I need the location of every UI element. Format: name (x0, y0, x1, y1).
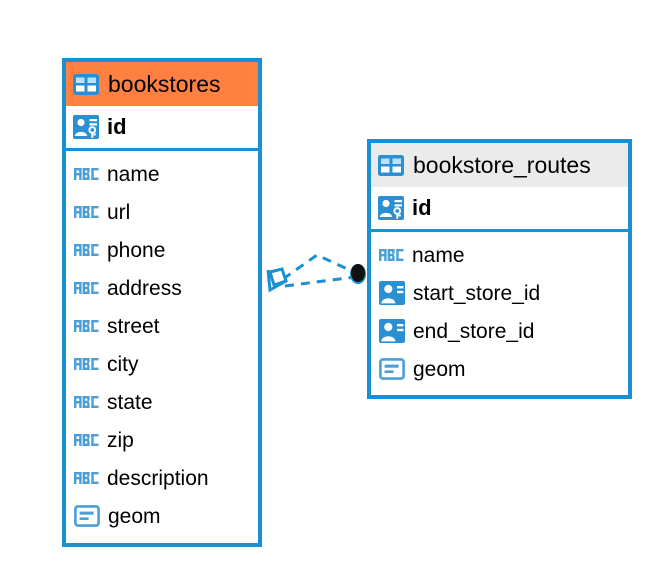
field-label-zip: zip (107, 428, 134, 452)
primary-key-row-bookstore-routes[interactable]: id (371, 187, 628, 232)
foreign-key-icon (379, 319, 405, 343)
field-row-url[interactable]: url (66, 193, 258, 231)
field-row-name[interactable]: name (371, 236, 628, 274)
entity-table-bookstore-routes[interactable]: bookstore_routes id (367, 139, 632, 399)
entity-title-bookstore-routes: bookstore_routes (413, 151, 591, 178)
field-label-state: state (107, 390, 153, 414)
field-row-description[interactable]: description (66, 459, 258, 497)
primary-key-icon (73, 115, 99, 139)
relationship-connector[interactable] (255, 243, 375, 323)
entity-header-bookstores[interactable]: bookstores (66, 62, 258, 106)
relationship-line-lower (284, 275, 356, 288)
abc-text-icon (74, 244, 99, 256)
entity-table-bookstores[interactable]: bookstores id (62, 58, 262, 547)
field-row-address[interactable]: address (66, 269, 258, 307)
foreign-key-icon (379, 281, 405, 305)
field-label-end-store-id: end_store_id (413, 319, 535, 343)
abc-text-icon (74, 472, 99, 484)
relationship-line-upper (282, 253, 357, 281)
field-row-street[interactable]: street (66, 307, 258, 345)
table-grid-icon (378, 154, 404, 176)
field-row-end-store-id[interactable]: end_store_id (371, 312, 628, 350)
abc-text-icon (74, 434, 99, 446)
primary-key-label-bookstores: id (107, 114, 127, 139)
entity-header-bookstore-routes[interactable]: bookstore_routes (371, 143, 628, 187)
abc-text-icon (74, 206, 99, 218)
field-label-phone: phone (107, 238, 166, 262)
primary-key-row-bookstores[interactable]: id (66, 106, 258, 151)
geometry-blob-icon (379, 358, 405, 380)
primary-key-label-bookstore-routes: id (412, 195, 432, 220)
primary-key-icon (378, 196, 404, 220)
filled-circle-marker (350, 264, 366, 284)
field-label-url: url (107, 200, 131, 224)
field-row-geom[interactable]: geom (371, 350, 628, 388)
field-label-name: name (412, 243, 465, 267)
abc-text-icon (379, 249, 404, 261)
abc-text-icon (74, 396, 99, 408)
field-row-zip[interactable]: zip (66, 421, 258, 459)
abc-text-icon (74, 282, 99, 294)
field-row-geom[interactable]: geom (66, 497, 258, 535)
abc-text-icon (74, 168, 99, 180)
abc-text-icon (74, 358, 99, 370)
field-label-description: description (107, 466, 209, 490)
field-list-bookstores: name url (66, 151, 258, 535)
field-row-phone[interactable]: phone (66, 231, 258, 269)
field-label-street: street (107, 314, 160, 338)
field-row-city[interactable]: city (66, 345, 258, 383)
geometry-blob-icon (74, 505, 100, 527)
field-label-name: name (107, 162, 160, 186)
field-row-name[interactable]: name (66, 155, 258, 193)
field-row-state[interactable]: state (66, 383, 258, 421)
field-label-start-store-id: start_store_id (413, 281, 541, 305)
table-grid-icon (73, 73, 99, 95)
field-label-geom: geom (413, 357, 466, 381)
abc-text-icon (74, 320, 99, 332)
field-list-bookstore-routes: name start_store_id (371, 232, 628, 388)
field-label-city: city (107, 352, 139, 376)
field-label-address: address (107, 276, 182, 300)
diamond-crowsfoot-marker (266, 267, 288, 293)
entity-title-bookstores: bookstores (108, 70, 221, 97)
field-row-start-store-id[interactable]: start_store_id (371, 274, 628, 312)
field-label-geom: geom (108, 504, 161, 528)
